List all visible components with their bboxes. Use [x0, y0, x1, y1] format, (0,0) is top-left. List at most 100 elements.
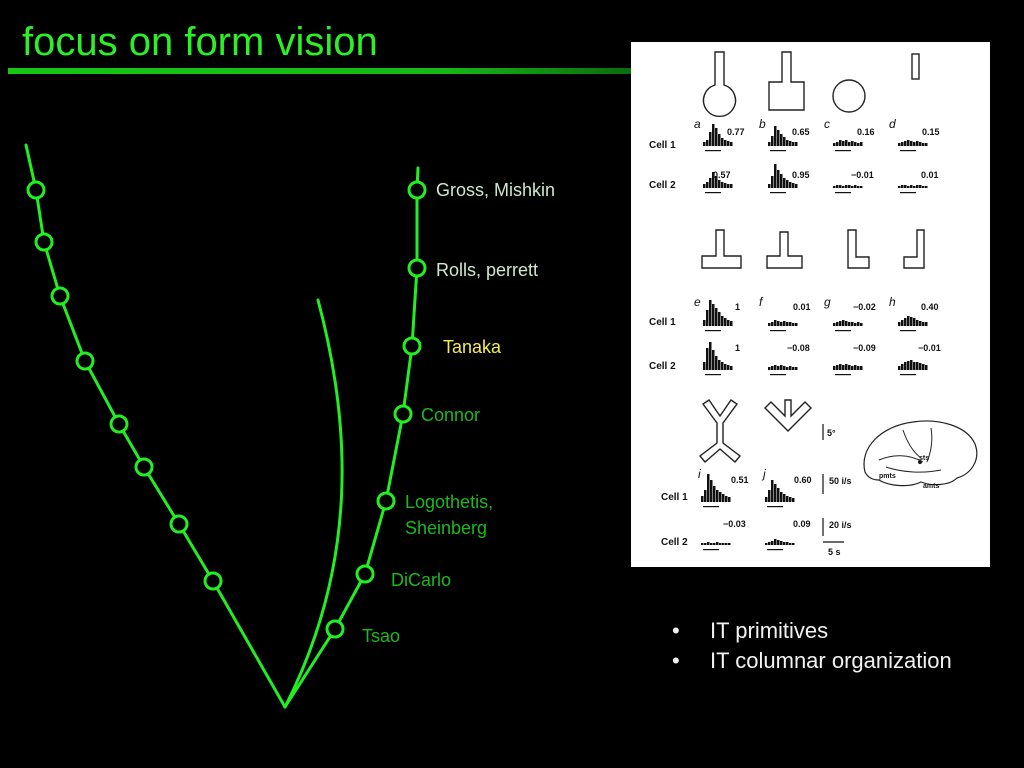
value-i-cell1: 0.51 — [731, 475, 749, 485]
psth-bar — [919, 321, 922, 326]
psth-bar — [919, 185, 922, 188]
psth-bar — [777, 130, 780, 146]
psth-bar — [771, 480, 774, 502]
psth-bar — [898, 186, 901, 188]
left-node — [26, 180, 46, 200]
psth-bar — [706, 310, 709, 326]
panel-letter-d: d — [889, 117, 896, 131]
psth-bar — [709, 300, 712, 326]
bullet-text: IT primitives — [710, 618, 829, 643]
psth-bar — [860, 366, 863, 370]
psth-bar — [721, 138, 724, 146]
psth-bar — [919, 363, 922, 370]
psth-bar — [774, 320, 777, 326]
psth-bar — [854, 142, 857, 146]
row2-cell1-label: Cell 1 — [649, 317, 676, 328]
psth-bar — [786, 180, 789, 188]
stimulus-bar — [767, 506, 783, 508]
left-node — [75, 351, 95, 371]
psth-bar — [795, 323, 798, 326]
psth-bar — [792, 323, 795, 326]
psth-bar — [842, 141, 845, 146]
psth-bar — [839, 185, 842, 188]
psth-bar — [710, 480, 713, 502]
psth-bar — [724, 183, 727, 188]
bullet-marker: • — [672, 648, 680, 673]
left-node — [134, 457, 154, 477]
psth-bar — [786, 140, 789, 146]
psth-bar — [925, 186, 928, 188]
psth-bar — [724, 364, 727, 370]
bullet-item: • IT primitives — [672, 616, 952, 646]
psth-bar — [780, 541, 783, 545]
psth-bar — [857, 366, 860, 370]
psth-bar — [851, 186, 854, 188]
psth-bar — [771, 136, 774, 146]
psth-bar — [730, 366, 733, 370]
psth-bar — [707, 474, 710, 502]
psth-bar — [836, 185, 839, 188]
psth-bar — [857, 186, 860, 188]
psth-bar — [922, 143, 925, 146]
psth-bar — [833, 366, 836, 370]
stimulus-bar — [835, 192, 851, 194]
stimulus-bar — [835, 374, 851, 376]
psth-bar — [768, 542, 771, 545]
psth-bar — [860, 323, 863, 326]
psth-bar — [916, 362, 919, 370]
panel-letter-h: h — [889, 295, 896, 309]
value-h-cell2: −0.01 — [918, 343, 941, 353]
psth-bar — [833, 143, 836, 146]
value-e-cell1: 1 — [735, 302, 740, 312]
psth-bar — [727, 184, 730, 188]
bullet-list: • IT primitives • IT columnar organizati… — [672, 616, 952, 676]
psth-bar — [839, 321, 842, 326]
psth-bar — [706, 182, 709, 188]
psth-bar — [777, 366, 780, 370]
psth-bar — [851, 322, 854, 326]
psth-bar — [774, 365, 777, 370]
psth-bar — [704, 490, 707, 502]
psth-bar — [848, 365, 851, 370]
psth-bar — [718, 134, 721, 146]
psth-bar — [845, 185, 848, 188]
value-f-cell1: 0.01 — [793, 302, 811, 312]
value-j-cell1: 0.60 — [794, 475, 812, 485]
psth-bar — [907, 361, 910, 370]
value-a-cell2: 0.57 — [713, 170, 731, 180]
stimulus-shape-c — [832, 79, 866, 113]
psth-bar — [768, 323, 771, 326]
psth-bar — [910, 317, 913, 326]
psth-bar — [783, 321, 786, 326]
panel-letter-f: f — [759, 295, 764, 309]
psth-bar — [789, 543, 792, 545]
psth-bar — [716, 490, 719, 502]
psth-bar — [783, 542, 786, 545]
psth-bar — [913, 186, 916, 188]
left-node — [203, 571, 223, 591]
psth-bar — [854, 365, 857, 370]
psth-bar — [715, 176, 718, 188]
psth-bar — [786, 542, 789, 545]
psth-bar — [922, 186, 925, 188]
stimulus-bar — [705, 150, 721, 152]
left-branch-line — [24, 143, 287, 709]
psth-bar — [845, 321, 848, 326]
value-i-cell2: −0.03 — [723, 519, 746, 529]
psth-bar — [789, 141, 792, 146]
stimulus-bar — [900, 330, 916, 332]
psth-bar — [857, 143, 860, 146]
psth-bar — [712, 172, 715, 188]
psth-bar — [901, 185, 904, 188]
stimulus-shape-a — [702, 51, 737, 118]
panel-letter-i: i — [698, 467, 701, 481]
psth-bar — [913, 362, 916, 370]
psth-bar — [724, 318, 727, 326]
panel-letter-j: j — [761, 467, 766, 481]
panel-letter-a: a — [694, 117, 701, 131]
psth-bar — [833, 186, 836, 188]
psth-bar — [795, 367, 798, 370]
scale-time-label: 5 s — [828, 547, 841, 557]
psth-bar — [707, 542, 710, 545]
